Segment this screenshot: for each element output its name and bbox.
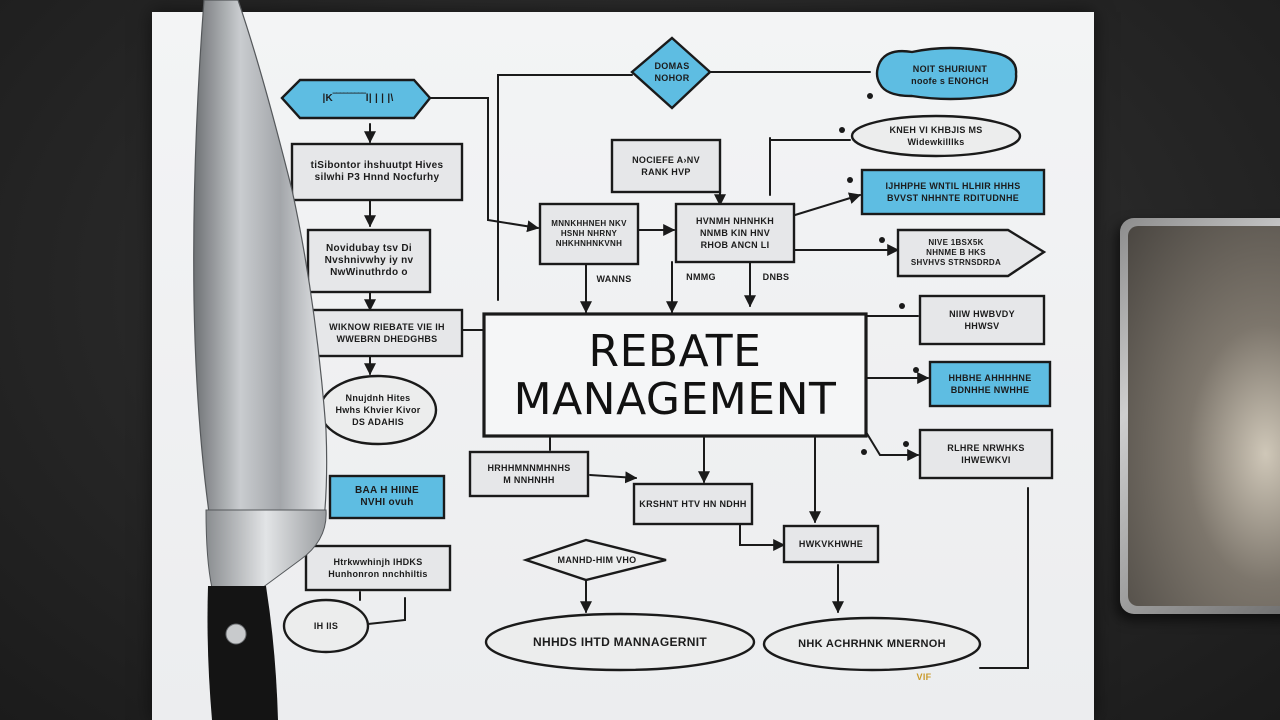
tablet-screen <box>1128 226 1280 606</box>
center-box-3 <box>674 202 796 264</box>
top-right-cloud-node <box>875 46 1018 101</box>
left-blue-node <box>328 474 446 520</box>
left-box-1 <box>290 142 464 202</box>
edge-label-nnmg: NMMG <box>686 272 716 282</box>
top-hexagon-node <box>280 78 432 120</box>
right-oval-node <box>850 114 1022 158</box>
connector <box>794 192 862 216</box>
right-box-2-label: RLHRE NRWHKS IHWEWKVI <box>947 443 1025 465</box>
center-box-3-label: HVNMH NHNHKH NNMB KIN HNV RHOB ANCN LI <box>695 216 775 250</box>
connector <box>429 97 540 233</box>
left-box-4 <box>304 544 452 592</box>
below-diamond-label: MANHD-HIM VHO <box>557 555 637 565</box>
top-right-cloud-label: NOIT SHURIUNT noofe s ENOHCH <box>911 64 989 86</box>
left-box-1-label: tiSibontor ihshuutpt Hives silwhi P3 Hnn… <box>310 160 444 183</box>
right-box-1-label: NIIW HWBVDY HHWSV <box>949 309 1015 331</box>
left-box-2 <box>306 228 432 294</box>
right-blue-node-2 <box>928 360 1052 408</box>
center-box-1 <box>610 138 722 194</box>
edge-label-wanns: WANNS <box>596 274 632 284</box>
title-line-1: REBATE <box>588 326 762 377</box>
title-line-2: MANAGEMENT <box>513 374 837 425</box>
doodle-mark <box>847 177 853 183</box>
signature-mark: VIF <box>916 672 932 682</box>
edge-label-dnbs: DNBS <box>762 272 790 282</box>
tablet-device <box>1120 218 1280 614</box>
below-left-box-label: HRHHMNNMHNHS M NNHNHH <box>487 463 571 485</box>
doodle-mark <box>903 441 909 447</box>
left-box-3 <box>310 308 464 358</box>
right-arrow-label: NIVE 1BSX5K NHNME B HKS SHVHVS STRNSDRDA <box>910 238 1002 267</box>
top-hexagon-label: |K‾‾‾‾‾‾‾‾‾l| | | |\ <box>322 93 394 104</box>
top-diamond-label: DOMAS NOHOR <box>654 61 690 83</box>
below-diamond-node <box>522 538 667 582</box>
left-blue-label: BAA H HIINE NVHI ovuh <box>354 485 420 508</box>
below-center-box <box>632 482 754 526</box>
small-oval-node <box>282 598 370 654</box>
left-box-4-label: Htrkwwhinjh IHDKS Hunhonron nnchhiltis <box>328 557 428 579</box>
right-box-2 <box>918 428 1054 480</box>
connector <box>739 524 786 551</box>
bottom-oval-right-label: NHK ACHRHNK MNERNOH <box>798 638 946 650</box>
right-oval-label: KNEH VI KHBJIS MS Widewkilllks <box>889 125 983 147</box>
center-box-2 <box>538 202 640 266</box>
bottom-oval-right-node <box>762 616 982 672</box>
connector <box>497 74 633 301</box>
knife-blade <box>193 0 328 521</box>
right-blue-1-label: IJHHPHE WNTIL HLHIR HHHS BVVST NHHNTE RD… <box>885 181 1021 203</box>
left-box-2-label: Novidubay tsv Di Nvshnivwhy iy nv NwWinu… <box>324 243 414 278</box>
doodle-mark <box>861 449 867 455</box>
below-left-box <box>468 450 590 498</box>
knife-bolster <box>205 509 327 589</box>
doodle-mark <box>839 127 845 133</box>
rebate-management-main-box <box>482 312 868 438</box>
knife-rivet <box>225 623 247 645</box>
bottom-oval-left-node <box>484 612 756 672</box>
connector <box>367 597 406 625</box>
rebate-management-title: REBATE MANAGEMENT <box>486 318 864 434</box>
connector <box>979 487 1029 669</box>
below-right-box-label: HWKVKHWHE <box>798 539 864 549</box>
right-arrow-node <box>896 228 1047 278</box>
top-diamond-node <box>630 36 712 110</box>
doodle-mark <box>913 367 919 373</box>
right-blue-2-label: HHBHE AHHHHNE BDNHHE NWHHE <box>948 373 1032 395</box>
connector <box>865 431 920 461</box>
left-box-3-label: WIKNOW RIEBATE VIE IH WWEBRN DHEDGHBS <box>329 322 445 344</box>
center-box-1-label: NOCIEFE A›NV RANK HVP <box>632 155 700 177</box>
doodle-mark <box>867 93 873 99</box>
right-box-1 <box>918 294 1046 346</box>
doodle-mark <box>879 237 885 243</box>
doodle-mark <box>899 303 905 309</box>
knife-handle <box>207 586 278 720</box>
left-oval-label: Nnujdnh Hites Hwhs Khvier Kivor DS ADAHI… <box>335 393 421 427</box>
small-oval-label: IH IIS <box>313 621 339 631</box>
below-right-box <box>782 524 880 564</box>
bottom-oval-left-label: NHHDS IHTD MANNAGERNIT <box>533 635 707 649</box>
right-blue-node-1 <box>860 168 1046 216</box>
center-box-2-label: MNNKHHNEH NKV HSNH NHRNY NHKHNHNKVNH <box>551 219 627 248</box>
connector <box>589 471 638 484</box>
below-center-box-label: KRSHNT HTV HN NDHH <box>639 499 747 509</box>
